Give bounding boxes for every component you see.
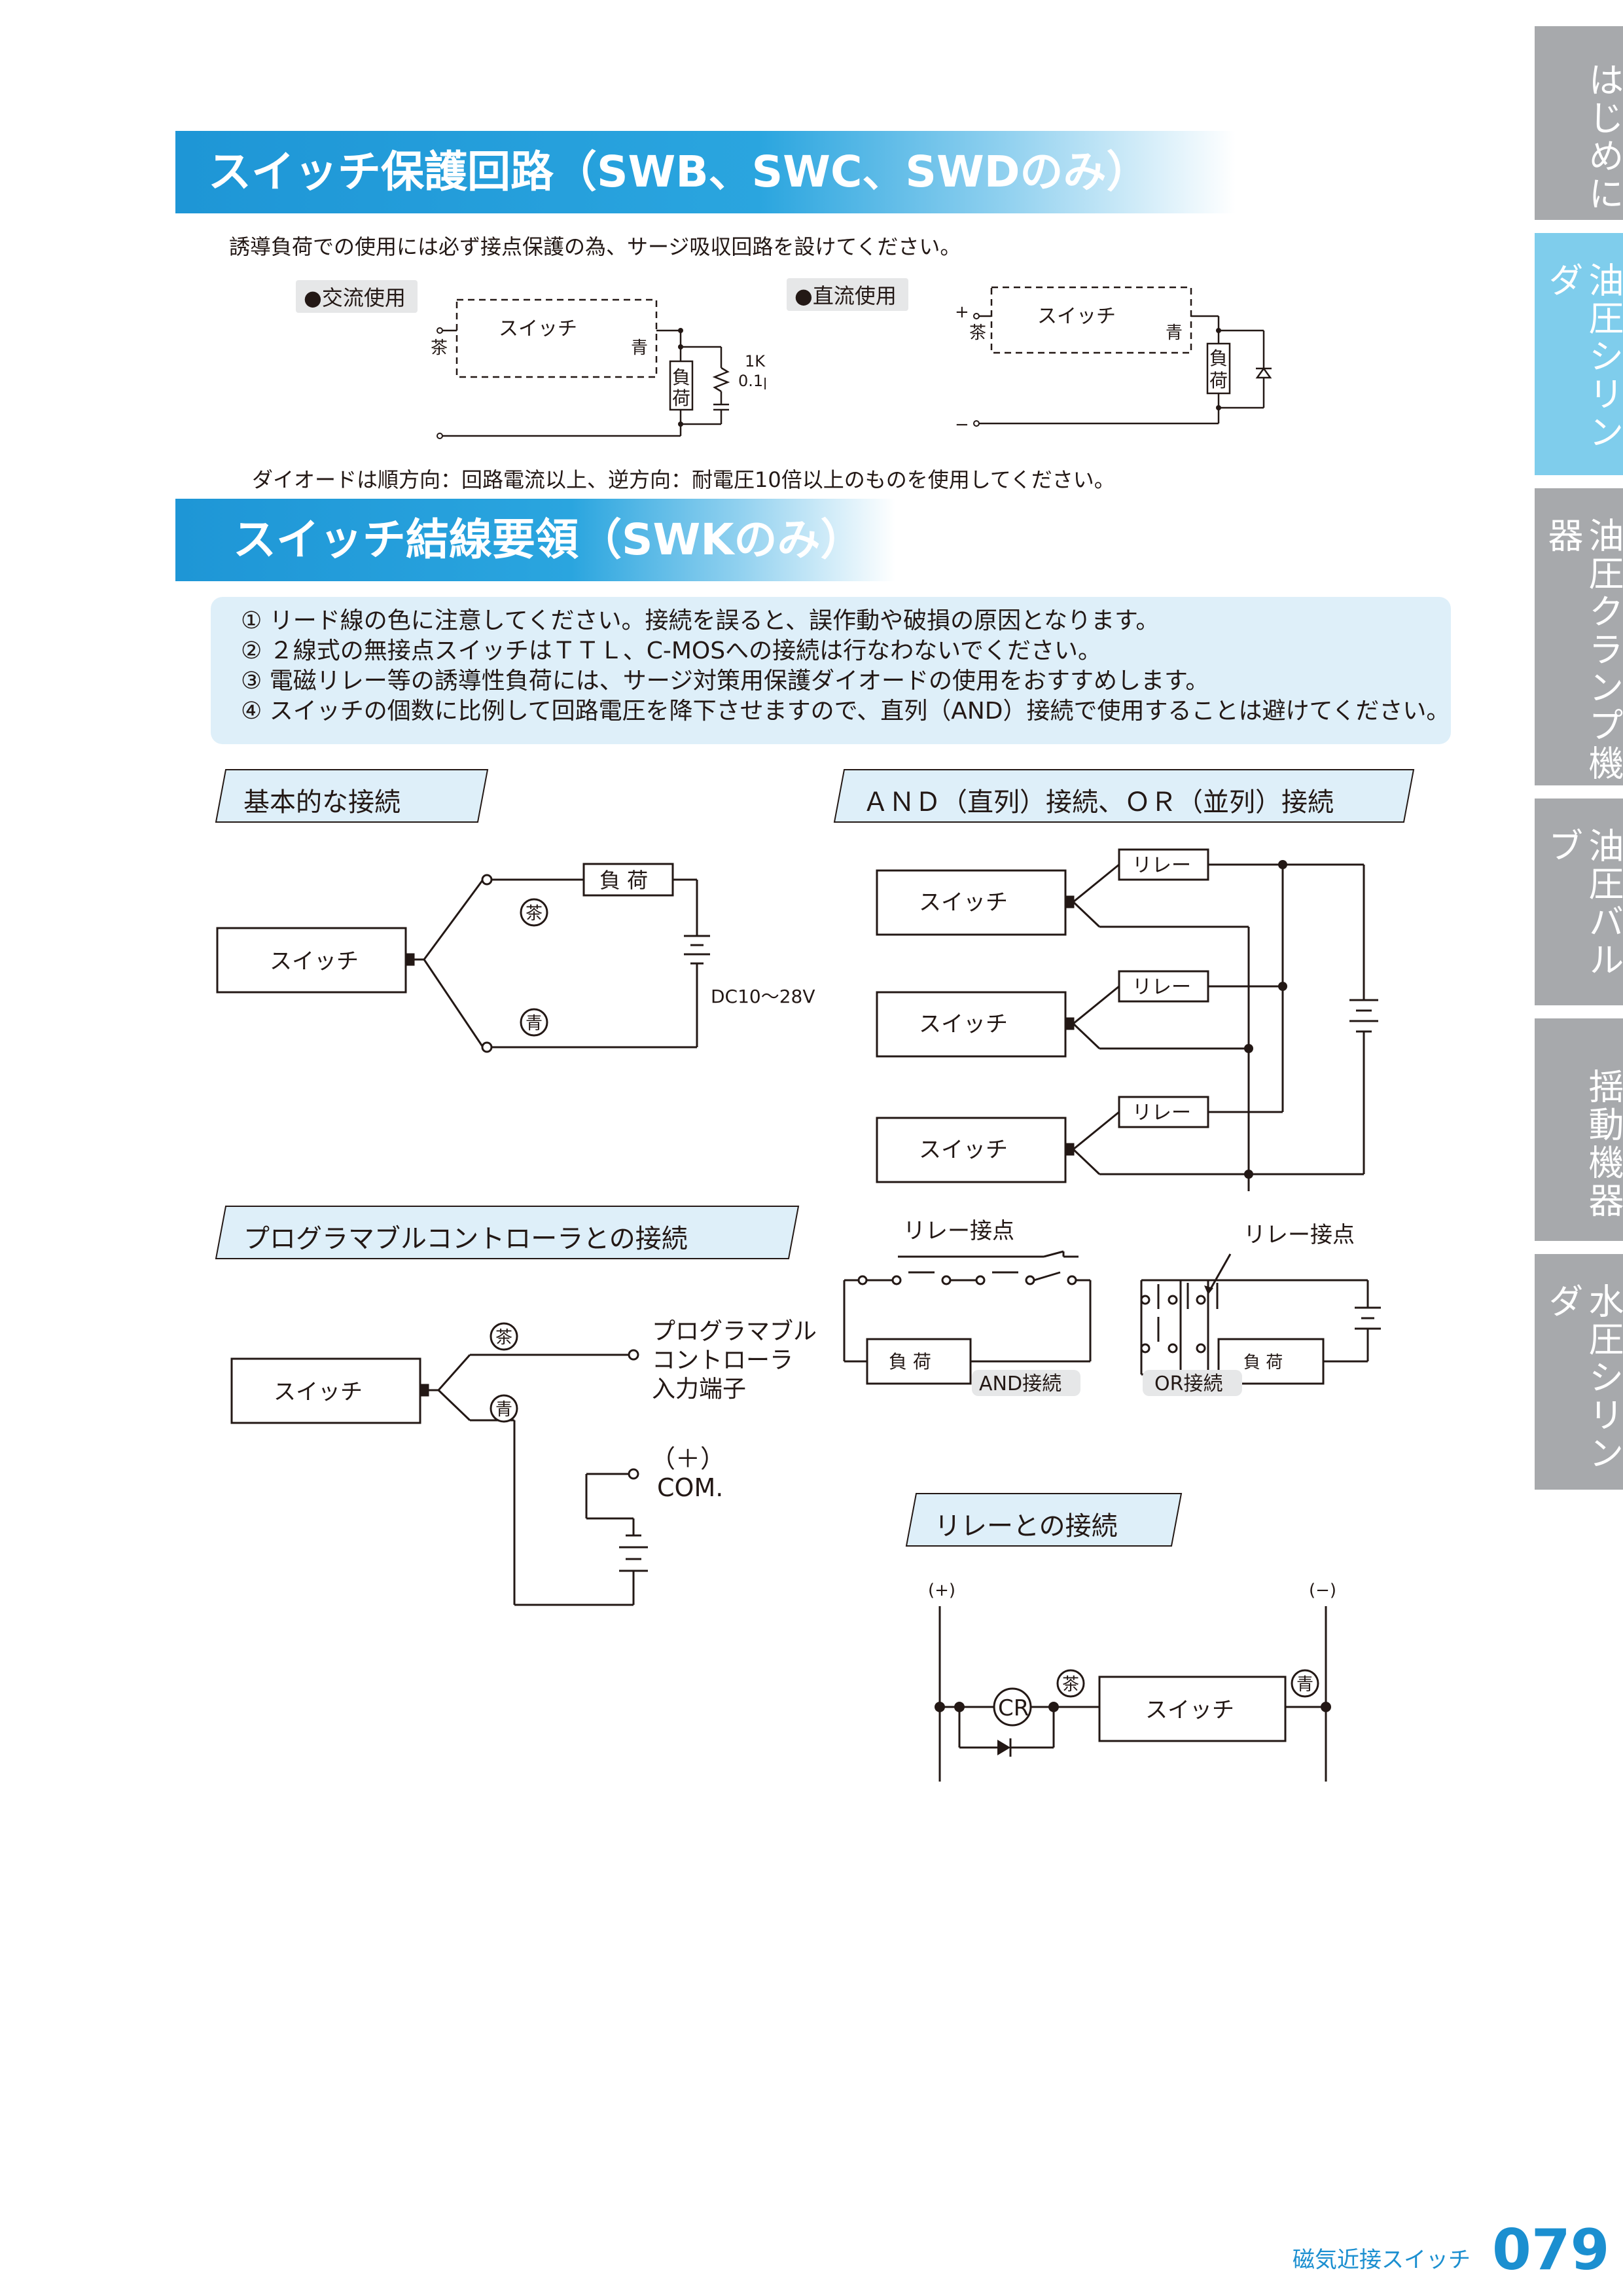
and-or-relay-3-label: リレー [1132,1102,1191,1124]
plc-input-line-3: 入力端子 [652,1376,746,1403]
ac-usage-label: ●交流使用 [296,280,418,313]
section-title-text: スイッチ結線要領（SWKのみ） [233,514,864,565]
ac-capacitor-label: 0.1μF [738,372,766,390]
side-tab-label: 油圧シリンダ [1542,262,1623,452]
wiring-note-4: ④ スイッチの個数に比例して回路電圧を降下させますので、直列（AND）接続で使用… [241,698,1450,725]
side-tab-hydraulic-valve[interactable]: 油圧バルブ [1535,798,1623,1005]
wiring-note-1: ① リード線の色に注意してください。接続を誤ると、誤作動や破損の原因となります。 [241,607,1160,634]
plc-connection-diagram: スイッチ 茶 青 プログラマブル コントローラ 入力端子 （＋） COM. [230,1318,817,1606]
side-tab-label: 油圧バルブ [1542,827,1623,979]
relay-conn-brown-label: 茶 [1062,1675,1079,1695]
and-or-relay-1-label: リレー [1132,854,1191,877]
relay-conn-minus-label: (−) [1309,1581,1336,1600]
heading-shapes [215,769,1415,1547]
plc-com-line-2: COM. [657,1473,723,1502]
dc-load-label-2: 荷 [1209,370,1228,391]
dc-switch-label: スイッチ [1037,305,1116,328]
ac-load-label-1: 負 [672,367,690,388]
section-title-switch-protection: スイッチ保護回路（SWB、SWC、SWDのみ） [175,131,1236,213]
and-connection-badge: AND接続 [979,1372,1061,1395]
and-or-switch-1-label: スイッチ [919,889,1008,916]
or-connection-badge: OR接続 [1154,1372,1222,1395]
basic-load-label: 負 荷 [599,868,648,893]
relay-contacts-diagram: リレー接点 リレー接点 負 荷 負 荷 AND接続 OR接続 [843,1218,1381,1396]
relay-contacts-right-label: リレー接点 [1243,1222,1355,1248]
plc-com-line-1: （＋） [651,1444,725,1473]
side-tab-water-cylinder[interactable]: 水圧シリンダ [1535,1254,1623,1490]
wiring-notes: ① リード線の色に注意してください。接続を誤ると、誤作動や破損の原因となります。… [211,597,1451,744]
relay-contacts-right-load: 負 荷 [1243,1353,1283,1372]
diode-note: ダイオードは順方向：回路電流以上、逆方向：耐電圧10倍以上のものを使用してくださ… [252,467,1115,492]
basic-connection-diagram: スイッチ 負 荷 茶 青 DC10～28V [216,863,815,1053]
dc-plus-label: + [955,302,969,322]
footer-title: 磁気近接スイッチ [1293,2247,1471,2273]
dc-brown-label: 茶 [969,323,986,343]
basic-blue-label: 青 [526,1014,543,1033]
heading-relay-connection: リレーとの接続 [935,1511,1118,1541]
relay-conn-switch-label: スイッチ [1145,1697,1234,1723]
wiring-note-2: ② ２線式の無接点スイッチはＴＴＬ、C-MOSへの接続は行なわないでください。 [241,637,1102,664]
and-or-switch-3-label: スイッチ [919,1137,1008,1163]
relay-conn-cr-label: CR [998,1695,1029,1721]
plc-input-line-2: コントローラ [652,1347,793,1374]
and-or-connection-diagram: スイッチ スイッチ スイッチ リレー リレー リレー [876,848,1378,1191]
ac-switch-label: スイッチ [499,317,577,340]
side-tab-label: 水圧シリンダ [1542,1283,1623,1473]
dc-protection-circuit: + − スイッチ 茶 青 負 荷 [955,286,1272,435]
ac-load-label-2: 荷 [672,387,690,409]
page-number: 079 [1492,2217,1610,2283]
ac-brown-label: 茶 [431,338,448,358]
relay-contacts-left-load: 負 荷 [889,1351,931,1372]
dc-blue-label: 青 [1166,323,1183,343]
plc-blue-label: 青 [495,1400,512,1420]
and-or-relay-2-label: リレー [1132,976,1191,999]
plc-brown-label: 茶 [495,1328,512,1348]
heading-and-or-connection: ＡＮＤ（直列）接続、ＯＲ（並列）接続 [863,787,1334,817]
ac-blue-label: 青 [631,338,648,358]
side-tab-rotary-actuator[interactable]: 揺動機器 [1535,1018,1623,1241]
section1-intro: 誘導負荷での使用には必ず接点保護の為、サージ吸収回路を設けてください。 [229,234,961,259]
side-tab-hydraulic-clamp[interactable]: 油圧クランプ機器 [1535,488,1623,785]
heading-plc-connection: プログラマブルコントローラとの接続 [243,1224,688,1254]
dc-usage-label: ●直流使用 [787,278,908,311]
relay-connection-diagram: (+) (−) CR 茶 青 スイッチ [928,1581,1336,1782]
relay-contacts-left-label: リレー接点 [903,1218,1014,1244]
plc-input-line-1: プログラマブル [652,1318,817,1345]
dc-minus-label: − [955,415,969,435]
side-tab-label: 油圧クランプ機器 [1542,517,1623,783]
side-tab-hydraulic-cylinder[interactable]: 油圧シリンダ [1535,233,1623,475]
heading-basic-connection: 基本的な接続 [243,787,401,817]
section-title-text: スイッチ保護回路（SWB、SWC、SWDのみ） [208,147,1150,197]
dc-load-label-1: 負 [1209,348,1228,369]
basic-brown-label: 茶 [526,904,543,924]
section-title-wiring: スイッチ結線要領（SWKのみ） [175,499,895,581]
side-tab-introduction[interactable]: はじめに [1535,26,1623,220]
wiring-note-3: ③ 電磁リレー等の誘導性負荷には、サージ対策用保護ダイオードの使用をおすすめしま… [241,668,1209,694]
ac-resistor-label: 1KΩ [745,352,766,370]
relay-conn-plus-label: (+) [928,1581,955,1600]
side-tab-label: はじめに [1582,62,1623,213]
side-tab-label: 揺動機器 [1582,1068,1623,1220]
plc-switch-label: スイッチ [274,1379,363,1405]
basic-voltage-label: DC10～28V [711,986,815,1007]
ac-protection-circuit: スイッチ 茶 青 負 荷 1KΩ 0.1μF [431,298,766,439]
and-or-switch-2-label: スイッチ [919,1011,1008,1037]
relay-conn-blue-label: 青 [1296,1675,1313,1695]
basic-switch-label: スイッチ [270,948,359,975]
